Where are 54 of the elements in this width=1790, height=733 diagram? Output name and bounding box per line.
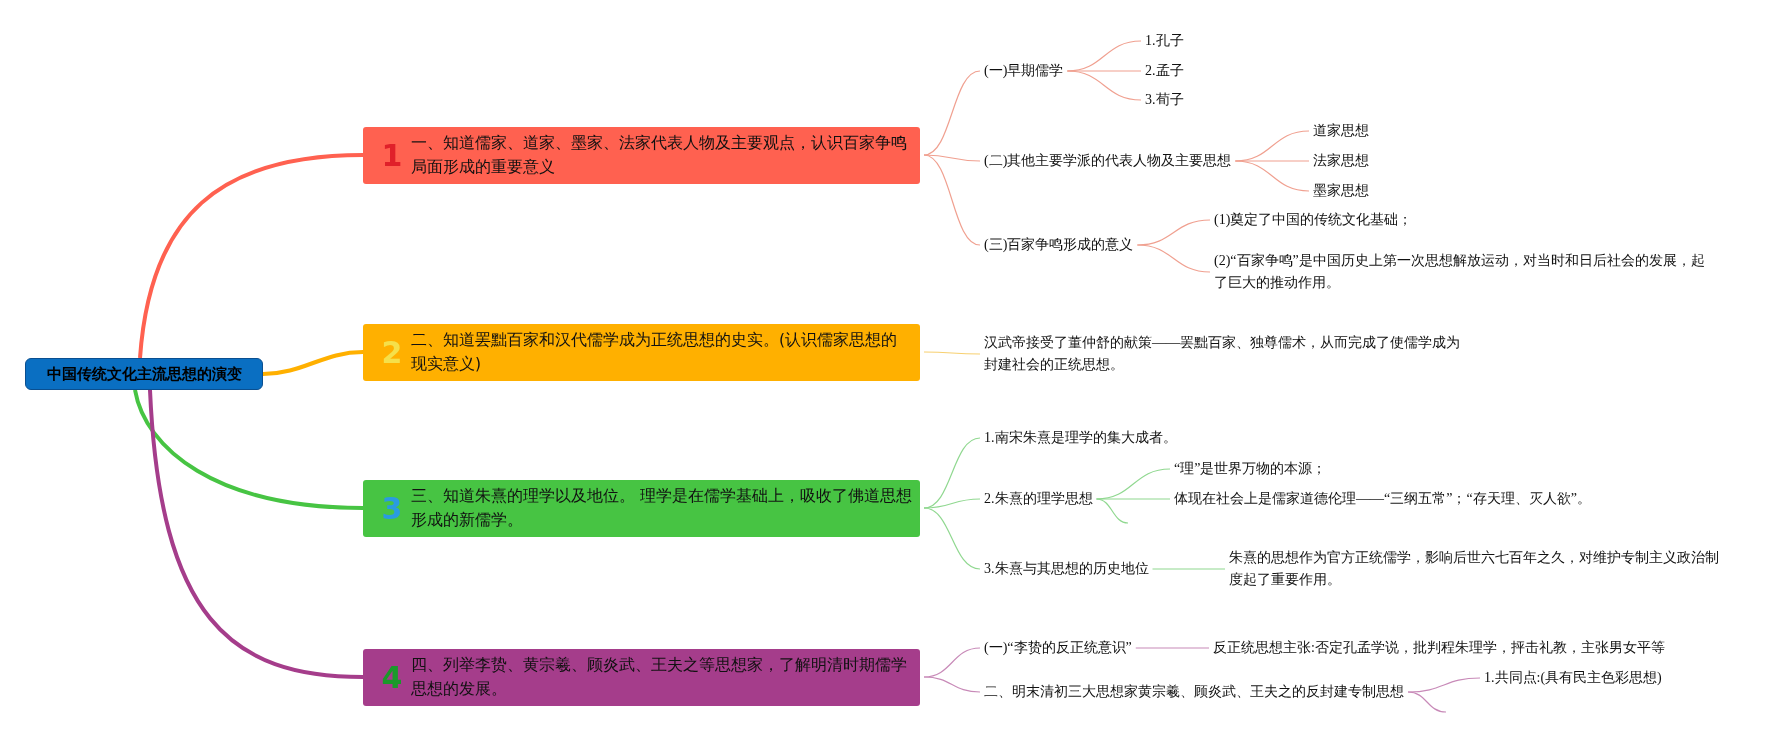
connector-line (923, 154, 981, 246)
topic-text: 三、知道朱熹的理学以及地位。 理学是在儒学基础上，吸收了佛道思想形成的新儒学。 (411, 486, 912, 531)
subtopic-text: (一)早期儒学 (984, 60, 1064, 82)
subtopic-text: 二、明末清初三大思想家黄宗羲、顾炎武、王夫之的反封建专制思想 (984, 681, 1404, 703)
connector-line (1234, 160, 1310, 192)
connector-line (923, 498, 981, 509)
subtopic-text: (1)奠定了中国的传统文化基础； (1214, 209, 1413, 231)
topic-text: 一、知道儒家、道家、墨家、法家代表人物及主要观点，认识百家争鸣局面形成的重要意义 (411, 133, 908, 178)
subtopic-text: 道家思想 (1313, 120, 1369, 142)
topic-number: 4 (380, 659, 404, 695)
subtopic-text: 反正统思想主张:否定孔孟学说，批判程朱理学，抨击礼教，主张男女平等 (1213, 637, 1665, 659)
subtopic-text: (三)百家争鸣形成的意义 (984, 234, 1134, 256)
connector-line (923, 676, 981, 693)
subtopic-text: 1.南宋朱熹是理学的集大成者。 (984, 427, 1177, 449)
branch-line (138, 153, 364, 359)
connector-line (1136, 244, 1211, 273)
subtopic-text: 体现在社会上是儒家道德伦理——“三纲五常”；“存天理、灭人欲”。 (1174, 488, 1591, 510)
topic-number: 1 (380, 137, 404, 173)
root-topic: 中国传统文化主流思想的演变 (25, 358, 263, 390)
topic-number: 3 (380, 490, 404, 526)
subtopic-text: 法家思想 (1313, 150, 1369, 172)
connector-line (1135, 647, 1210, 649)
connector-line (923, 154, 981, 162)
subtopic-text: 朱熹的思想作为官方正统儒学，影响后世六七百年之久，对维护专制主义政治制度起了重要作用。 (1229, 547, 1729, 591)
subtopic-text: 3.朱熹与其思想的历史地位 (984, 558, 1149, 580)
subtopic-text: 2.朱熹的理学思想 (984, 488, 1093, 510)
topic-text: 二、知道罢黜百家和汉代儒学成为正统思想的史实。(认识儒家思想的现实意义) (411, 330, 899, 375)
subtopic-text: 墨家思想 (1313, 180, 1369, 202)
subtopic-text: 3.荀子 (1145, 89, 1184, 111)
connector-line (1151, 568, 1226, 570)
subtopic-text: (二)其他主要学派的代表人物及主要思想 (984, 150, 1232, 172)
connector-line (1095, 498, 1129, 524)
connector-line (1407, 691, 1447, 713)
topic-number: 2 (380, 334, 404, 370)
subtopic-text: 汉武帝接受了董仲舒的献策——罢黜百家、独尊儒术，从而完成了使儒学成为封建社会的正统思想。 (984, 332, 1466, 376)
topic-box (363, 479, 920, 537)
connector-line (923, 647, 981, 678)
connector-line (1095, 498, 1171, 500)
subtopic-text: (2)“百家争鸣”是中国历史上第一次思想解放运动，对当时和日后社会的发展，起了巨大的推动作用。 (1214, 250, 1709, 294)
subtopic-text: “理”是世界万物的本源； (1174, 458, 1327, 480)
topic-box (363, 323, 920, 381)
subtopic-text: 1.共同点:(具有民主色彩思想) (1484, 667, 1662, 689)
topic-box (363, 126, 920, 184)
connector-line (1066, 70, 1142, 101)
branch-line (133, 389, 364, 510)
topic-box (363, 648, 920, 706)
subtopic-text: 1.孔子 (1145, 30, 1184, 52)
connector-line (923, 351, 981, 355)
subtopic-text: (一)“李贽的反正统意识” (984, 637, 1132, 659)
branch-line (262, 350, 364, 376)
branch-line (148, 389, 364, 679)
subtopic-text: 2.孟子 (1145, 60, 1184, 82)
topic-text: 四、列举李贽、黄宗羲、顾炎武、王夫之等思想家，了解明清时期儒学思想的发展。 (411, 655, 908, 700)
connector-line (923, 507, 981, 570)
